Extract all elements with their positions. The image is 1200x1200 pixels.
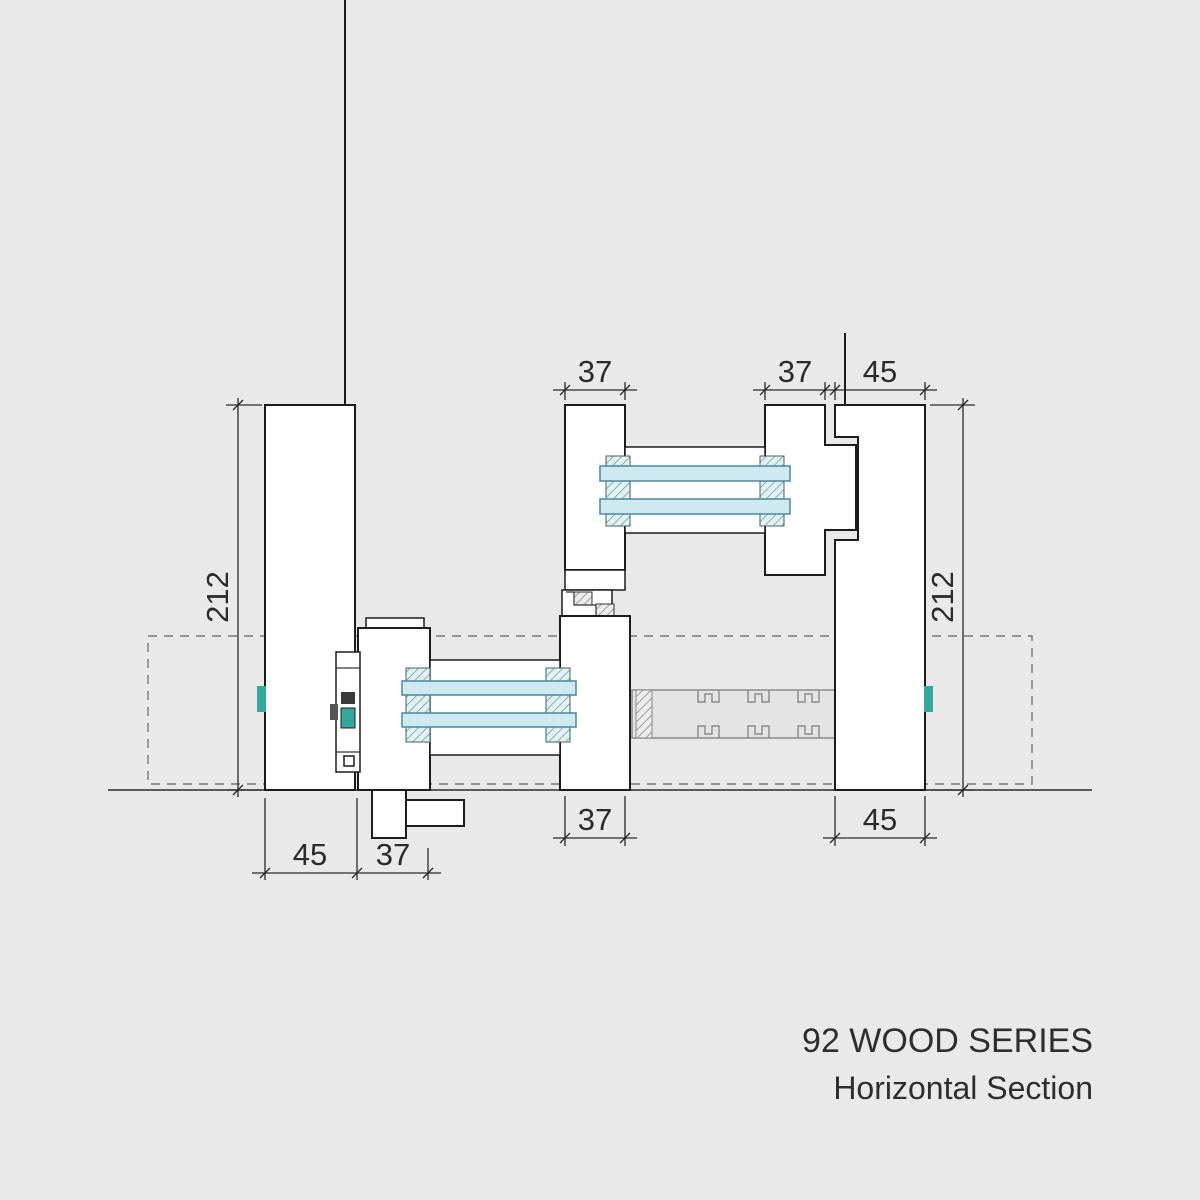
dim-bottom-frame-right-width: 45 [823, 796, 937, 846]
dim-label: 45 [863, 802, 897, 837]
section-subtitle: Horizontal Section [833, 1070, 1093, 1106]
panel-break [631, 689, 837, 739]
dim-bottom-interlock-width: 37 [553, 796, 637, 846]
dim-label: 212 [925, 571, 960, 623]
title-block: 92 WOOD SERIES Horizontal Section [802, 1022, 1093, 1106]
dim-label: 37 [778, 354, 812, 389]
lock-keep [340, 707, 356, 729]
right-jamb-profile [834, 404, 933, 791]
dim-top-sash-width: 37 [553, 354, 637, 400]
series-title: 92 WOOD SERIES [802, 1022, 1093, 1060]
bottom-sash-right-stile [559, 615, 631, 791]
glass-spacer-right [545, 667, 571, 743]
dim-top-fixed-width: 37 [753, 354, 837, 400]
dim-label: 37 [376, 837, 410, 872]
glass-spacer-left [405, 667, 431, 743]
dim-right-overall-height: 212 [925, 398, 975, 797]
dim-label: 37 [578, 354, 612, 389]
dim-label: 37 [578, 802, 612, 837]
bottom-glazing-unit [401, 659, 577, 756]
seal-right [924, 686, 933, 712]
top-glazing-unit [599, 446, 791, 534]
lock-hardware [330, 651, 361, 773]
dim-top-frame-width: 45 [829, 354, 937, 400]
glass-pane-inner [401, 712, 577, 728]
handle [371, 789, 465, 839]
top-sash-right-stile [764, 404, 857, 576]
glass-pane-inner [599, 498, 791, 515]
seal-left [257, 686, 266, 712]
dim-left-overall-height: 212 [200, 398, 262, 797]
glass-pane-outer [401, 680, 577, 696]
interlock-detail [561, 589, 620, 619]
lock-cylinder [330, 704, 338, 720]
glass-pane-outer [599, 465, 791, 482]
dim-label: 212 [200, 571, 235, 623]
dim-label: 45 [863, 354, 897, 389]
dim-label: 45 [293, 837, 327, 872]
dim-bottom-left-frame-and-sash: 45 37 [252, 798, 441, 880]
